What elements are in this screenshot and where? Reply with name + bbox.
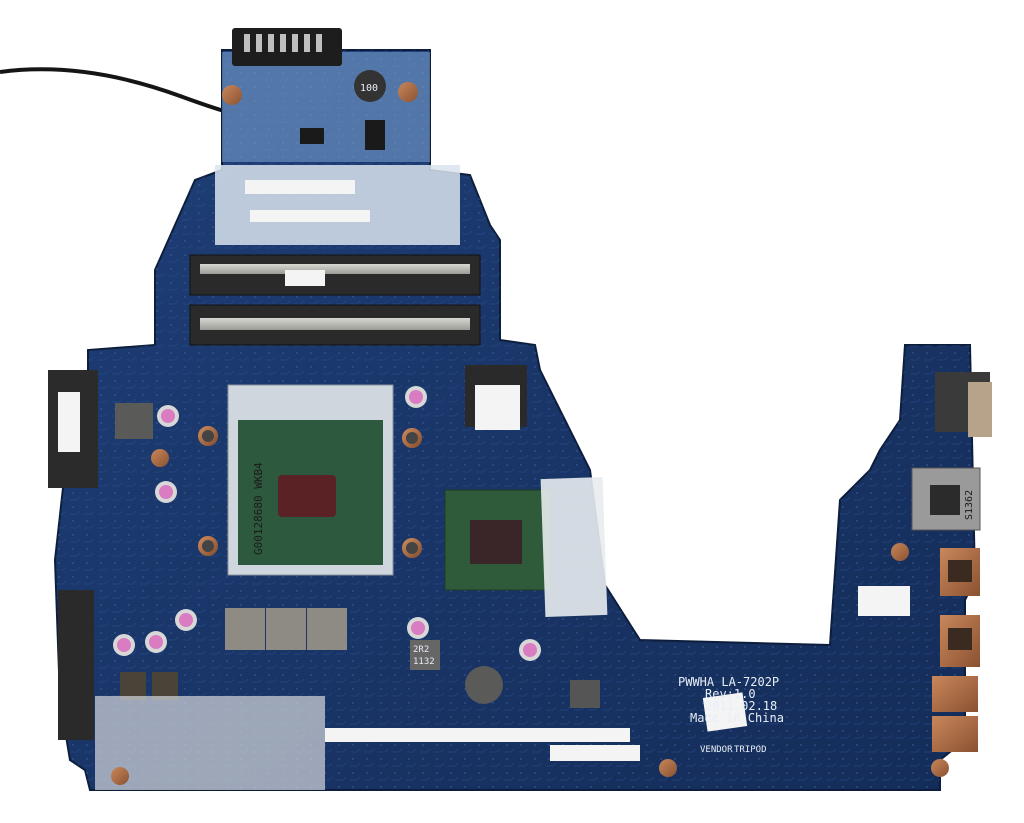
vendor-code: TRIPOD [734,745,767,755]
ram-slot-upper [189,254,481,296]
port-serial-sticker: S1362 [964,490,975,520]
power-inductor-label: 100 [360,83,378,94]
vrm-chokes [225,608,347,650]
board-date: 2011.02.18 [705,699,777,713]
vendor-label: VENDOR [700,745,733,755]
tape-patch [540,476,608,618]
capacitors [113,386,541,661]
ram-shield [215,165,460,245]
power-board-area [222,52,430,162]
cpu-serial: G00128680 WKB4 [252,462,265,555]
cpu-die [278,475,336,517]
choke-label-2: 1132 [413,657,435,667]
board-model: PWWHA LA-7202P [678,675,779,689]
tape-bottom [95,696,325,790]
choke-label-1: 2R2 [413,645,429,655]
audio-jack-1 [932,676,978,712]
board-origin: Made in China [690,711,784,725]
hdd-connector [58,590,94,740]
power-inductor [354,70,386,102]
board-rev: Rev:1.0 [705,687,756,701]
audio-jack-2 [932,716,978,752]
